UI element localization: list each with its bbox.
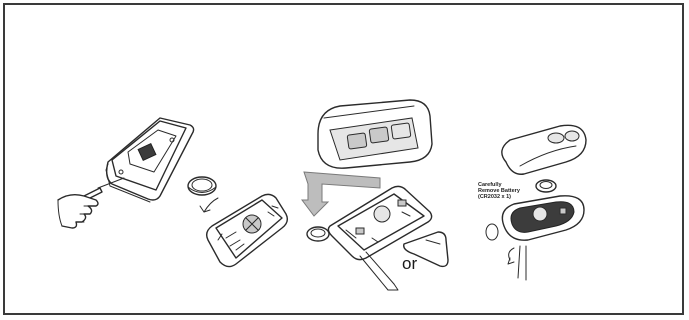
remote-open-circuit xyxy=(207,194,288,266)
or-label: or xyxy=(402,254,417,274)
remote-back-cover xyxy=(106,118,194,202)
curved-arrow-icon xyxy=(200,198,218,212)
teardrop-remote-open xyxy=(502,196,584,240)
o-ring-icon xyxy=(486,224,498,240)
caution-line-3: (CR2032 x 1) xyxy=(478,194,520,200)
remote-front-top xyxy=(318,100,432,168)
pry-tool-icon xyxy=(508,246,526,280)
coin-battery-3 xyxy=(536,180,556,192)
coin-battery-1 xyxy=(188,177,216,195)
coin-battery-2 xyxy=(307,227,329,241)
caution-label: Carefully Remove Battery (CR2032 x 1) xyxy=(478,182,520,200)
hand-icon xyxy=(58,195,98,228)
teardrop-remote-top xyxy=(502,125,586,174)
